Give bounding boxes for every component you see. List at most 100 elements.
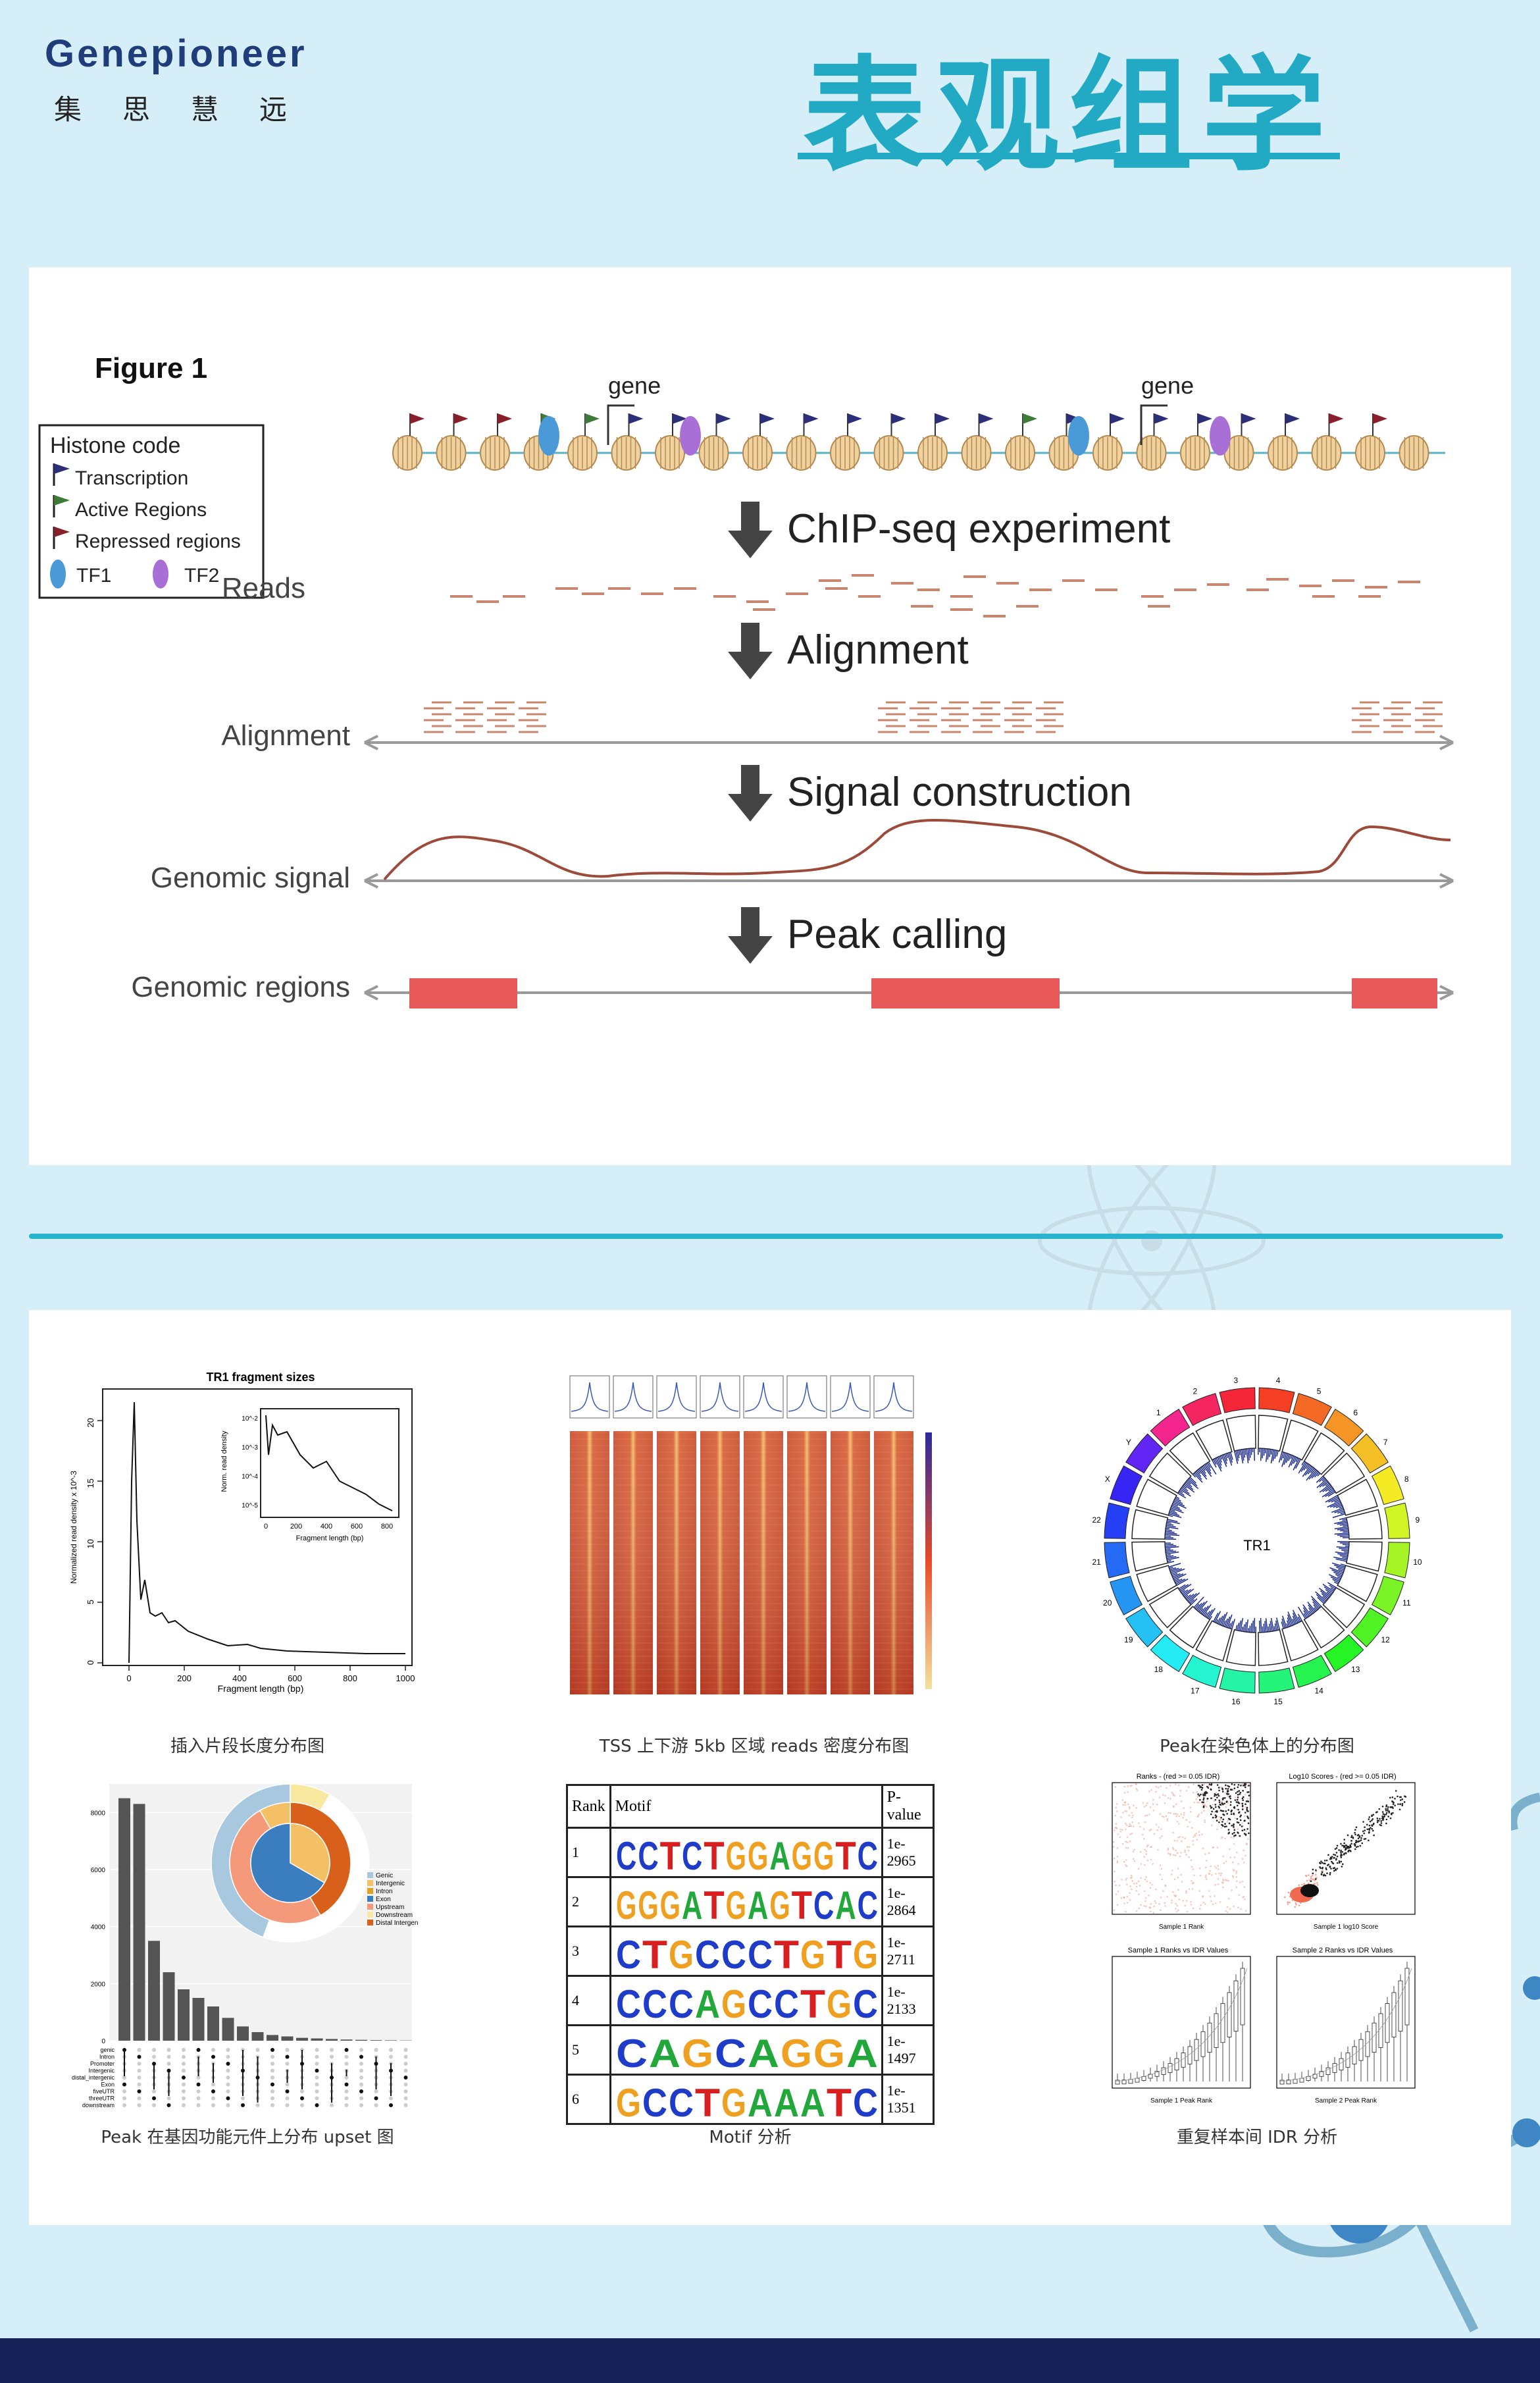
upset-donut-chart — [211, 1783, 370, 1943]
pvalue-base: 1e- — [886, 1934, 906, 1951]
idr-point — [1223, 1802, 1225, 1805]
idr-point — [1201, 1784, 1204, 1786]
circos-chromosome-label: X — [1105, 1475, 1110, 1484]
idr-point — [1125, 1864, 1127, 1866]
idr-point — [1143, 1838, 1145, 1840]
circos-track-cell — [1131, 1509, 1169, 1540]
idr-point — [1352, 1837, 1354, 1839]
idr-point — [1390, 1812, 1393, 1815]
motif-letter: T — [695, 2081, 720, 2119]
circos-chromosome-band — [1125, 1607, 1164, 1648]
idr-point — [1213, 1800, 1216, 1802]
circos-chromosome-label: 8 — [1404, 1475, 1409, 1484]
idr-point — [1216, 1784, 1219, 1786]
idr-point — [1155, 1823, 1158, 1825]
upset-matrix-dot — [226, 2076, 230, 2080]
idr-point — [1150, 1903, 1152, 1905]
frag-inset-frame — [260, 1408, 399, 1518]
idr-point — [1215, 1873, 1217, 1875]
idr-point — [1210, 1788, 1212, 1791]
idr-point — [1329, 1873, 1331, 1875]
idr-point — [1205, 1874, 1207, 1876]
idr-point — [1132, 1814, 1134, 1816]
idr-point — [1142, 1828, 1145, 1830]
idr-point — [1212, 1804, 1214, 1806]
idr-point — [1160, 1868, 1163, 1870]
idr-point — [1165, 1815, 1168, 1818]
idr-point — [1314, 1879, 1316, 1881]
idr-point — [1350, 1846, 1352, 1848]
motif-letter: C — [715, 2031, 746, 2070]
idr-point — [1237, 1906, 1239, 1908]
idr-point — [1368, 1816, 1371, 1818]
idr-point — [1348, 1846, 1350, 1849]
idr-point — [1362, 1821, 1364, 1823]
idr-point — [1189, 1806, 1191, 1809]
idr-point — [1143, 1806, 1146, 1808]
tf2-marker — [1210, 416, 1231, 456]
idr-point — [1240, 1814, 1242, 1816]
pvalue-base: 1e- — [886, 2033, 906, 2049]
idr-point — [1340, 1849, 1343, 1852]
idr-score-scatter — [1284, 1790, 1407, 1908]
motif-table-header: Rank Motif P-value — [566, 1784, 935, 1829]
idr-point — [1216, 1846, 1219, 1848]
motif-pvalue: 1e-2965 — [881, 1827, 935, 1878]
upset-bar — [207, 2006, 219, 2041]
idr-point — [1392, 1807, 1394, 1809]
idr-point — [1199, 1786, 1201, 1789]
upset-set-label: Promoter — [90, 2060, 115, 2067]
circos-chromosome-band — [1371, 1575, 1404, 1615]
step-arrow-icon — [728, 623, 773, 679]
idr-plot3-title: Sample 1 Ranks vs IDR Values — [1128, 1947, 1229, 1954]
idr-point — [1161, 1835, 1163, 1837]
idr-box — [1115, 2080, 1120, 2085]
idr-point — [1116, 1904, 1119, 1906]
idr-point — [1161, 1878, 1163, 1881]
idr-point — [1159, 1873, 1162, 1876]
circos-chromosome-band — [1350, 1433, 1389, 1474]
idr-point — [1142, 1833, 1144, 1836]
idr-point — [1193, 1792, 1194, 1794]
idr-point — [1202, 1794, 1205, 1796]
upset-y-tick-label: 8000 — [91, 1810, 106, 1817]
histone-flag — [1373, 413, 1387, 424]
upset-matrix-dot — [359, 2089, 363, 2093]
frag-x-tick-label: 1000 — [396, 1673, 415, 1683]
idr-point — [1218, 1799, 1220, 1802]
upset-matrix-dot — [330, 2103, 334, 2107]
idr-point — [1233, 1829, 1236, 1831]
upset-bar — [326, 2039, 338, 2041]
frag-y-tick-label: 0 — [86, 1660, 95, 1665]
idr-point — [1403, 1801, 1406, 1803]
idr-point — [1146, 1845, 1148, 1847]
tss-profile-curve — [701, 1382, 739, 1412]
histone-flag — [1023, 413, 1037, 424]
idr-point — [1196, 1796, 1198, 1798]
idr-point — [1146, 1814, 1148, 1817]
tss-profile-curve — [788, 1382, 826, 1412]
idr-point — [1183, 1814, 1185, 1816]
idr-point — [1159, 1813, 1162, 1815]
idr-point — [1376, 1818, 1379, 1820]
upset-matrix-dot — [285, 2089, 290, 2093]
idr-point — [1237, 1808, 1239, 1811]
upset-matrix-dot — [374, 2048, 378, 2052]
tss-profile-frame — [786, 1375, 827, 1419]
idr-point — [1242, 1790, 1245, 1792]
tss-profile-curve — [657, 1382, 696, 1412]
upset-matrix-dot — [122, 2089, 126, 2093]
idr-point — [1131, 1812, 1133, 1814]
upset-bar — [192, 1998, 205, 2041]
upset-legend-label: Exon — [376, 1896, 391, 1903]
idr-point — [1155, 1791, 1157, 1793]
idr-point — [1372, 1818, 1374, 1820]
motif-letter: C — [853, 1982, 878, 2020]
idr-point — [1126, 1895, 1129, 1898]
upset-matrix-dot — [137, 2055, 141, 2059]
idr-point — [1339, 1862, 1341, 1864]
